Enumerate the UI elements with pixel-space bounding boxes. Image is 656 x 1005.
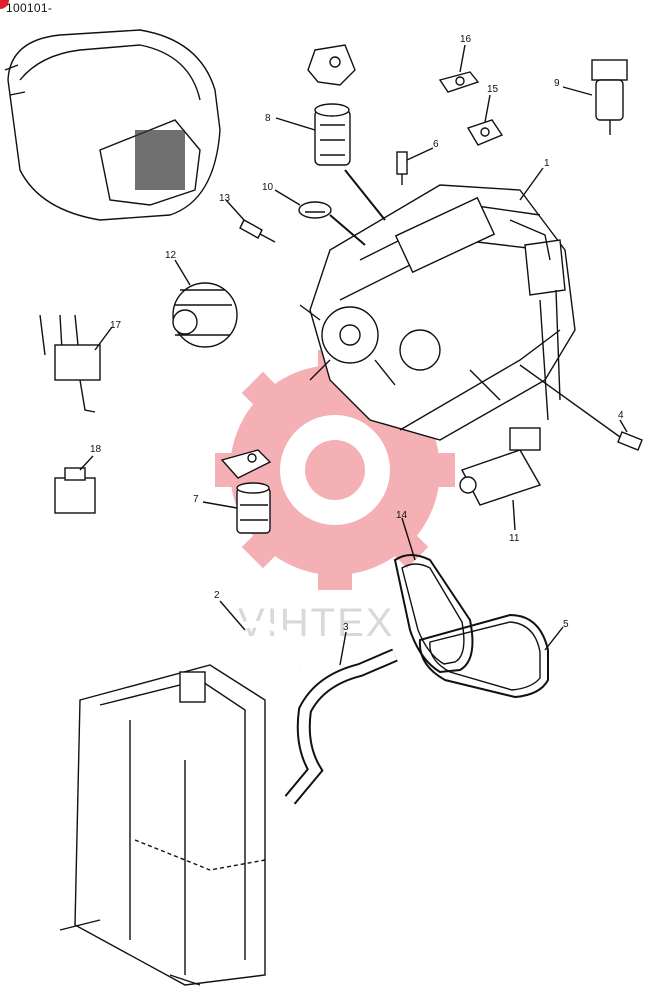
callout-15: 15 [487, 84, 499, 95]
callout-2: 2 [214, 590, 220, 601]
relay-part-18 [54, 467, 96, 514]
callout-11: 11 [509, 533, 520, 544]
callout-13: 13 [219, 193, 231, 204]
callout-16: 16 [460, 34, 472, 45]
callout-17: 17 [110, 320, 122, 331]
sender-part-13 [239, 219, 276, 243]
v-belt-part-5 [418, 613, 549, 699]
hose-part-3 [284, 648, 398, 805]
callout-3: 3 [343, 622, 349, 633]
starter-motor-part [459, 427, 542, 506]
serial-number: 100101- [6, 1, 53, 15]
callout-14: 14 [396, 510, 408, 521]
callout-7: 7 [193, 494, 199, 505]
v-belt-part-14 [393, 554, 474, 674]
callout-10: 10 [262, 182, 274, 193]
gasket-part-15 [466, 119, 504, 146]
thermostat-part [298, 201, 332, 219]
callout-9: 9 [554, 78, 560, 89]
callout-12: 12 [165, 250, 177, 261]
leader-lines [79, 44, 628, 666]
thermostat-housing-part [307, 44, 356, 86]
sensor-part-4 [519, 364, 643, 451]
oil-filter-part [314, 103, 351, 166]
callout-8: 8 [265, 113, 271, 124]
callout-4: 4 [618, 410, 624, 421]
fuel-filter-part [591, 59, 628, 135]
callout-1: 1 [544, 158, 550, 169]
callout-5: 5 [563, 619, 569, 630]
gasket-part-16 [438, 71, 480, 93]
callout-6: 6 [433, 139, 439, 150]
hose-part-2 [197, 620, 304, 666]
alternator-part [172, 282, 238, 348]
corner-mark [0, 0, 9, 9]
filter-element-part-7 [236, 482, 271, 534]
pump-flange-part [220, 449, 272, 479]
engine-hood-part [4, 29, 221, 221]
radiator-part [59, 664, 266, 986]
sensor-part-6 [396, 151, 408, 185]
relay-harness-part [39, 314, 101, 413]
engine-assembly [299, 184, 576, 441]
callout-18: 18 [90, 444, 102, 455]
